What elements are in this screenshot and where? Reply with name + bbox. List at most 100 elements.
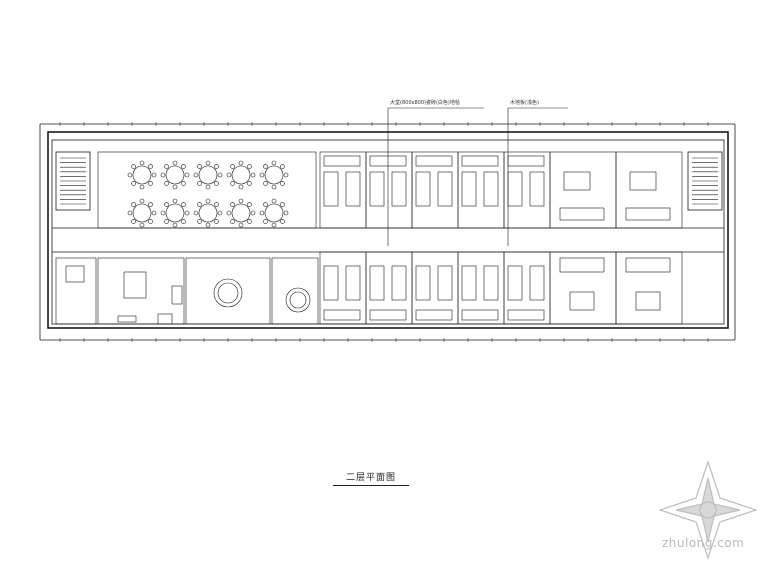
chair bbox=[280, 219, 285, 224]
guest-room-south bbox=[319, 251, 367, 325]
chair bbox=[205, 222, 211, 228]
chair bbox=[127, 210, 133, 216]
title-underline bbox=[333, 485, 409, 486]
chair bbox=[172, 160, 178, 166]
bathroom bbox=[323, 309, 361, 321]
stair-west bbox=[55, 151, 91, 211]
chair bbox=[238, 198, 244, 204]
guest-room-south bbox=[411, 251, 459, 325]
zhulong-compass-logo bbox=[658, 460, 758, 560]
bed bbox=[369, 265, 385, 301]
chair bbox=[164, 181, 169, 186]
round-table-large bbox=[213, 278, 243, 308]
drawing-title: 二层平面图 bbox=[345, 473, 396, 483]
bed bbox=[483, 265, 499, 301]
stair-treads bbox=[60, 157, 718, 205]
dining-hall bbox=[97, 151, 317, 229]
chair bbox=[271, 222, 277, 228]
bed bbox=[529, 265, 545, 301]
chair bbox=[148, 219, 153, 224]
bed bbox=[461, 171, 477, 207]
chair bbox=[230, 164, 235, 169]
chair bbox=[160, 210, 166, 216]
round-table bbox=[264, 203, 284, 223]
window-ticks bbox=[59, 122, 709, 342]
chair bbox=[283, 172, 289, 178]
round-table bbox=[198, 165, 218, 185]
suites bbox=[549, 151, 683, 325]
chair bbox=[259, 210, 265, 216]
chair bbox=[197, 181, 202, 186]
round-table bbox=[165, 165, 185, 185]
guest-rooms bbox=[319, 151, 551, 325]
chair bbox=[148, 181, 153, 186]
stair-east bbox=[687, 151, 723, 211]
chair bbox=[230, 202, 235, 207]
bed bbox=[483, 171, 499, 207]
chair bbox=[247, 219, 252, 224]
bed bbox=[437, 171, 453, 207]
chair bbox=[280, 164, 285, 169]
bathroom bbox=[415, 309, 453, 321]
chair bbox=[214, 181, 219, 186]
chair bbox=[131, 202, 136, 207]
chair bbox=[247, 202, 252, 207]
chair bbox=[139, 184, 145, 190]
guest-room-south bbox=[365, 251, 413, 325]
chair bbox=[226, 210, 232, 216]
bed bbox=[323, 265, 339, 301]
guest-room-north bbox=[365, 151, 413, 229]
chair bbox=[164, 164, 169, 169]
bed bbox=[437, 265, 453, 301]
bathroom bbox=[507, 155, 545, 167]
chair bbox=[247, 181, 252, 186]
drawing-title-block: 二层平面图 bbox=[333, 470, 409, 486]
chair bbox=[164, 219, 169, 224]
dining-hall-tables bbox=[97, 151, 317, 229]
bed bbox=[323, 171, 339, 207]
chair bbox=[238, 184, 244, 190]
chair bbox=[160, 172, 166, 178]
chair bbox=[131, 164, 136, 169]
chair bbox=[184, 210, 190, 216]
callout-wood-floor: 木地板(浅色) bbox=[510, 100, 539, 106]
chair bbox=[205, 184, 211, 190]
chair bbox=[250, 172, 256, 178]
chair bbox=[238, 160, 244, 166]
chair bbox=[148, 202, 153, 207]
bed bbox=[415, 265, 431, 301]
chair bbox=[263, 202, 268, 207]
round-table bbox=[264, 165, 284, 185]
chair bbox=[263, 164, 268, 169]
chair bbox=[139, 198, 145, 204]
bed bbox=[345, 171, 361, 207]
chair bbox=[259, 172, 265, 178]
bed bbox=[369, 171, 385, 207]
chair bbox=[283, 210, 289, 216]
chair bbox=[193, 210, 199, 216]
guest-room-north bbox=[411, 151, 459, 229]
chair bbox=[151, 210, 157, 216]
guest-room-north bbox=[503, 151, 551, 229]
watermark-text: zhulong.com bbox=[662, 536, 745, 550]
utility-room bbox=[55, 257, 97, 325]
chair bbox=[148, 164, 153, 169]
chair bbox=[217, 172, 223, 178]
chair bbox=[181, 181, 186, 186]
round-table bbox=[132, 203, 152, 223]
chair bbox=[250, 210, 256, 216]
chair bbox=[127, 172, 133, 178]
guest-room-north bbox=[319, 151, 367, 229]
guest-room-south bbox=[503, 251, 551, 325]
round-table-medium bbox=[285, 287, 311, 313]
bed bbox=[345, 265, 361, 301]
bed bbox=[391, 265, 407, 301]
chair bbox=[263, 181, 268, 186]
chair bbox=[139, 160, 145, 166]
chair bbox=[271, 198, 277, 204]
callout-lobby-floor: 大堂(800x800)瓷砖(白色)地毯 bbox=[390, 100, 460, 106]
bed bbox=[415, 171, 431, 207]
chair bbox=[181, 164, 186, 169]
chair bbox=[164, 202, 169, 207]
chair bbox=[280, 181, 285, 186]
